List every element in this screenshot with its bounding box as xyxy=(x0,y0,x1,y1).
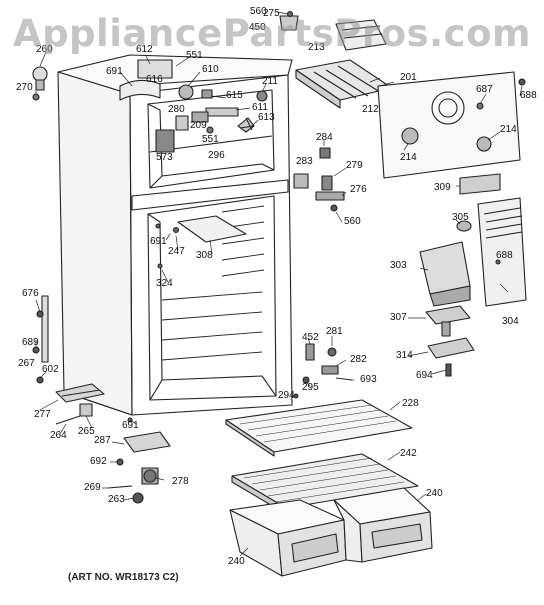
crisper-drawers xyxy=(229,487,433,577)
callout-275: 275 xyxy=(263,8,280,19)
control-parts xyxy=(32,59,268,153)
callout-209: 209 xyxy=(190,120,207,131)
callout-213: 213 xyxy=(308,42,325,53)
callout-612: 612 xyxy=(136,44,153,55)
callout-314: 314 xyxy=(396,350,413,361)
callout-282: 282 xyxy=(350,354,367,365)
callout-452: 452 xyxy=(302,332,319,343)
callout-260: 260 xyxy=(36,44,53,55)
callout-270: 270 xyxy=(16,82,33,93)
callout-615: 615 xyxy=(226,90,243,101)
callout-602: 602 xyxy=(42,364,59,375)
damper-parts xyxy=(293,147,345,212)
callout-692: 692 xyxy=(90,456,107,467)
callout-295: 295 xyxy=(302,382,319,393)
callout-214: 214 xyxy=(500,124,517,135)
cabinet-case xyxy=(57,54,293,416)
callout-324: 324 xyxy=(156,278,173,289)
callout-307: 307 xyxy=(390,312,407,323)
callout-687: 687 xyxy=(476,84,493,95)
callout-694: 694 xyxy=(416,370,433,381)
callout-242: 242 xyxy=(400,448,417,459)
callout-212: 212 xyxy=(362,104,379,115)
callout-240: 240 xyxy=(228,556,245,567)
callout-611: 611 xyxy=(252,102,268,113)
leveling-roller-parts xyxy=(107,431,171,504)
callout-278: 278 xyxy=(172,476,189,487)
callout-551: 551 xyxy=(202,134,219,145)
callout-296: 296 xyxy=(208,150,225,161)
callout-264: 264 xyxy=(50,430,67,441)
callout-305: 305 xyxy=(452,212,469,223)
callout-691: 691 xyxy=(150,236,167,247)
callout-240: 240 xyxy=(426,488,443,499)
callout-688: 688 xyxy=(496,250,513,261)
fasteners xyxy=(127,10,501,423)
callout-616: 616 xyxy=(146,74,163,85)
callout-689: 689 xyxy=(22,337,39,348)
callout-560: 560 xyxy=(250,6,267,17)
callout-691: 691 xyxy=(122,420,139,431)
art-number: (ART NO. WR18173 C2) xyxy=(68,572,179,583)
control-housing xyxy=(419,197,527,307)
callout-281: 281 xyxy=(326,326,343,337)
callout-450: 450 xyxy=(249,22,266,33)
callout-277: 277 xyxy=(34,409,51,420)
callout-283: 283 xyxy=(296,156,313,167)
glass-shelf xyxy=(225,399,413,457)
callout-247: 247 xyxy=(168,246,185,257)
callout-691: 691 xyxy=(106,66,123,77)
callout-304: 304 xyxy=(502,316,519,327)
callout-284: 284 xyxy=(316,132,333,143)
callout-267: 267 xyxy=(18,358,35,369)
callout-308: 308 xyxy=(196,250,213,261)
callout-263: 263 xyxy=(108,494,125,505)
callout-573: 573 xyxy=(156,152,173,163)
callout-303: 303 xyxy=(390,260,407,271)
callout-269: 269 xyxy=(84,482,101,493)
callout-211: 211 xyxy=(262,76,278,87)
callout-228: 228 xyxy=(402,398,419,409)
callout-279: 279 xyxy=(346,160,363,171)
callout-613: 613 xyxy=(258,112,275,123)
callout-201: 201 xyxy=(400,72,417,83)
callout-294: 294 xyxy=(278,390,295,401)
callout-276: 276 xyxy=(350,184,367,195)
callout-610: 610 xyxy=(202,64,219,75)
callout-676: 676 xyxy=(22,288,39,299)
evaporator-cover-parts xyxy=(279,15,393,109)
callout-280: 280 xyxy=(168,104,185,115)
callout-214: 214 xyxy=(400,152,417,163)
callout-560: 560 xyxy=(344,216,361,227)
callout-693: 693 xyxy=(360,374,377,385)
callout-309: 309 xyxy=(434,182,451,193)
callout-287: 287 xyxy=(94,435,111,446)
callout-688: 688 xyxy=(520,90,537,101)
watermark-text: AppliancePartsPros.com xyxy=(12,12,532,55)
callout-265: 265 xyxy=(78,426,95,437)
evaporator-back-panel xyxy=(377,71,526,179)
callout-551: 551 xyxy=(186,50,203,61)
lower-hinge-parts xyxy=(32,295,105,425)
